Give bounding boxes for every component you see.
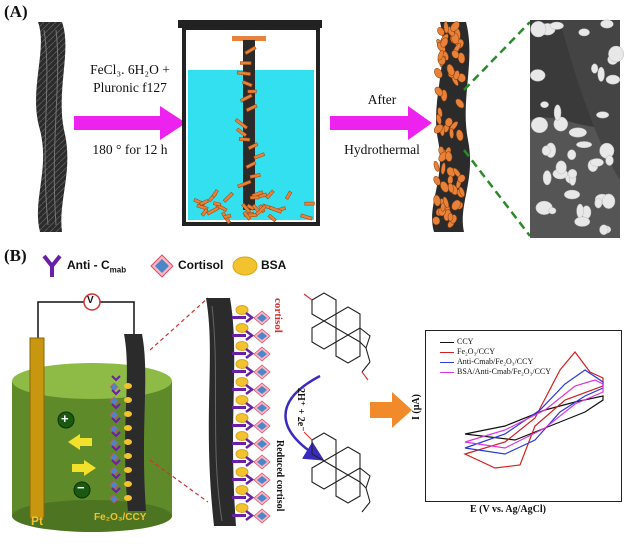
cv-curve-2 bbox=[464, 369, 604, 455]
legend-item-ccy: CCY bbox=[440, 337, 551, 347]
chart-legend: CCY Fe₂O₃/CCY Anti-Cmab/Fe₂O₃/CCY BSA/An… bbox=[440, 337, 551, 377]
electrode-surface bbox=[206, 298, 271, 526]
legend-swatch bbox=[440, 351, 454, 353]
panel-a-graphic bbox=[36, 19, 624, 238]
cv-chart bbox=[463, 351, 604, 469]
pt-label: Pt bbox=[31, 514, 43, 528]
panel-a-label: (A) bbox=[4, 2, 28, 21]
legend-swatch bbox=[440, 361, 454, 363]
working-electrode-label: Fe₂O₃/CCY bbox=[94, 512, 147, 523]
coated-fiber-icon bbox=[432, 21, 471, 232]
legend-graphics bbox=[42, 254, 258, 278]
right-arrow-icon bbox=[72, 460, 96, 476]
cv-curve-3 bbox=[464, 379, 604, 449]
bottom-molecule-label: Reduced cortisol bbox=[274, 440, 285, 512]
zoom-lines bbox=[150, 297, 209, 503]
step1-line1: FeCl₃. 6H₂O + bbox=[90, 62, 170, 77]
voltmeter-label: V bbox=[87, 295, 94, 306]
result-arrow bbox=[370, 392, 412, 428]
bsa-blob-icon bbox=[232, 256, 258, 276]
y-axis-label: I (μA) bbox=[411, 394, 422, 420]
legend-bsa-label: BSA bbox=[261, 258, 287, 272]
step2-line2: Hydrothermal bbox=[344, 142, 420, 157]
step1-line3: 180 ° for 12 h bbox=[92, 142, 168, 157]
cv-curve-1 bbox=[463, 351, 604, 469]
reduced-cortisol-structure bbox=[303, 431, 371, 513]
left-arrow-icon bbox=[68, 434, 92, 450]
reaction-scheme bbox=[284, 374, 325, 461]
legend-cortisol-label: Cortisol bbox=[178, 258, 224, 272]
step2-line1: After bbox=[367, 92, 397, 107]
cv-chart-frame bbox=[425, 330, 622, 502]
electrochemical-cell bbox=[12, 293, 172, 532]
cv-curve-0 bbox=[464, 395, 604, 441]
legend-swatch bbox=[440, 341, 454, 343]
antibody-icon bbox=[42, 254, 62, 277]
plus-badge bbox=[57, 411, 75, 429]
legend-item-bsa: BSA/Anti-Cmab/Fe₂O₃/CCY bbox=[440, 367, 551, 377]
panel-b-label: (B) bbox=[4, 246, 27, 265]
minus-label: − bbox=[77, 480, 85, 495]
top-molecule-label: cortisol bbox=[272, 298, 284, 333]
step1-line2: Pluronic f127 bbox=[93, 80, 167, 95]
synthesis-arrow bbox=[74, 106, 186, 140]
plus-label: + bbox=[61, 411, 69, 426]
autoclave-icon bbox=[178, 20, 322, 226]
fiber-icon bbox=[36, 22, 68, 232]
legend-item-fe2o3: Fe₂O₃/CCY bbox=[440, 347, 551, 357]
cortisol-diamond-icon bbox=[150, 254, 174, 278]
minus-badge bbox=[73, 481, 91, 499]
hydrothermal-arrow bbox=[330, 106, 432, 140]
voltmeter-icon bbox=[83, 293, 101, 311]
x-axis-label: E (V vs. Ag/AgCl) bbox=[470, 504, 546, 515]
molecule-structures bbox=[303, 292, 371, 513]
cortisol-structure bbox=[303, 292, 371, 381]
sem-image-icon bbox=[530, 19, 624, 238]
legend-swatch bbox=[440, 371, 454, 373]
working-electrode bbox=[109, 334, 146, 511]
legend-item-anti: Anti-Cmab/Fe₂O₃/CCY bbox=[440, 357, 551, 367]
legend-antibody-label: Anti - Cmab bbox=[67, 258, 127, 275]
pt-electrode bbox=[29, 337, 45, 519]
